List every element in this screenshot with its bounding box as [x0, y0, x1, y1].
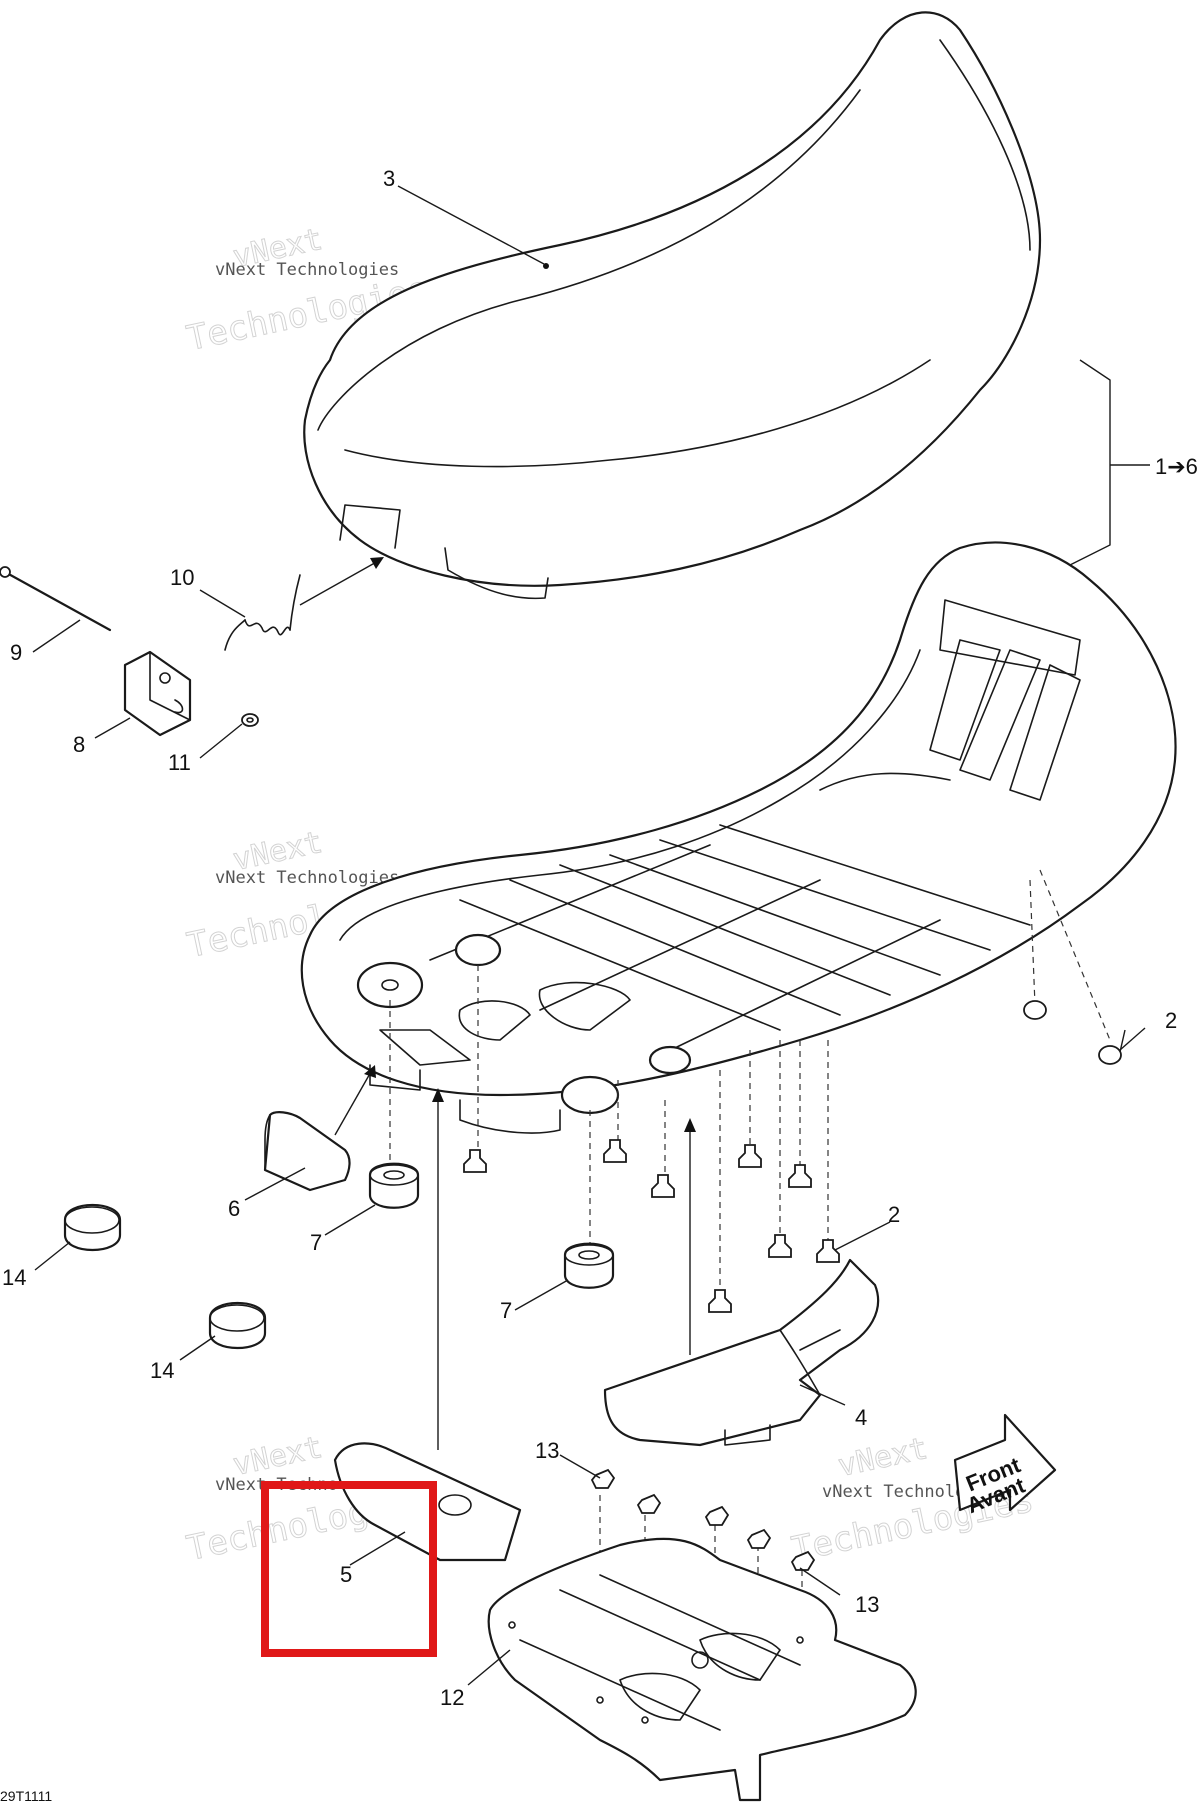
- callout-4: 4: [855, 1405, 867, 1430]
- grommets: [368, 1162, 615, 1289]
- seat-base: [300, 541, 1177, 1134]
- callout-labels: 3 1➔6 10 9 8 11 2 2 6 7 7 14 14 4 13 13 …: [2, 166, 1198, 1710]
- callout-7-right: 7: [500, 1298, 512, 1323]
- strip: [333, 1442, 522, 1566]
- plugs: [63, 1203, 267, 1350]
- callout-2-upper: 2: [1165, 1008, 1177, 1033]
- callout-13-lower: 13: [855, 1592, 879, 1617]
- callout-14-lower: 14: [150, 1358, 174, 1383]
- callout-6: 6: [228, 1196, 240, 1221]
- leader-lines: [32, 185, 1146, 1686]
- part-5-highlight-box: [261, 1481, 437, 1657]
- seat-base-ribs: [429, 824, 1031, 1061]
- callout-7-left: 7: [310, 1230, 322, 1255]
- svg-text:vNext Technologies: vNext Technologies: [215, 868, 399, 888]
- assembly-arrows: [299, 557, 696, 1450]
- callout-11: 11: [168, 750, 191, 775]
- bumpers: [463, 1000, 1122, 1313]
- callout-3: 3: [383, 166, 395, 191]
- callout-13-upper: 13: [535, 1438, 559, 1463]
- assembly-bracket: [1069, 359, 1150, 566]
- seat-cover: [303, 11, 1042, 600]
- callout-1-to-6: 1➔6: [1155, 454, 1198, 479]
- callout-12: 12: [440, 1685, 464, 1710]
- rod: [0, 566, 112, 632]
- hinge-bracket: [123, 650, 192, 737]
- callout-5: 5: [340, 1562, 352, 1587]
- pad: [263, 1111, 351, 1192]
- callout-9: 9: [10, 640, 22, 665]
- svg-text:vNext: vNext: [835, 1431, 931, 1484]
- svg-text:vNext Technologies: vNext Technologies: [215, 260, 399, 280]
- screw-set: [463, 1139, 840, 1313]
- drawing-number: 29T1111: [0, 1788, 52, 1804]
- skid-plate: [487, 1537, 917, 1802]
- bolts: [590, 1468, 816, 1571]
- callout-10: 10: [170, 565, 194, 590]
- callout-2-lower: 2: [888, 1202, 900, 1227]
- spring: [224, 574, 301, 651]
- seat-cover-reference-dot: [543, 263, 549, 269]
- front-direction-arrow: Front Avant: [953, 1413, 1057, 1518]
- heat-shield: [603, 1258, 880, 1447]
- callout-14-upper: 14: [2, 1265, 26, 1290]
- washer: [241, 713, 259, 727]
- callout-8: 8: [73, 732, 85, 757]
